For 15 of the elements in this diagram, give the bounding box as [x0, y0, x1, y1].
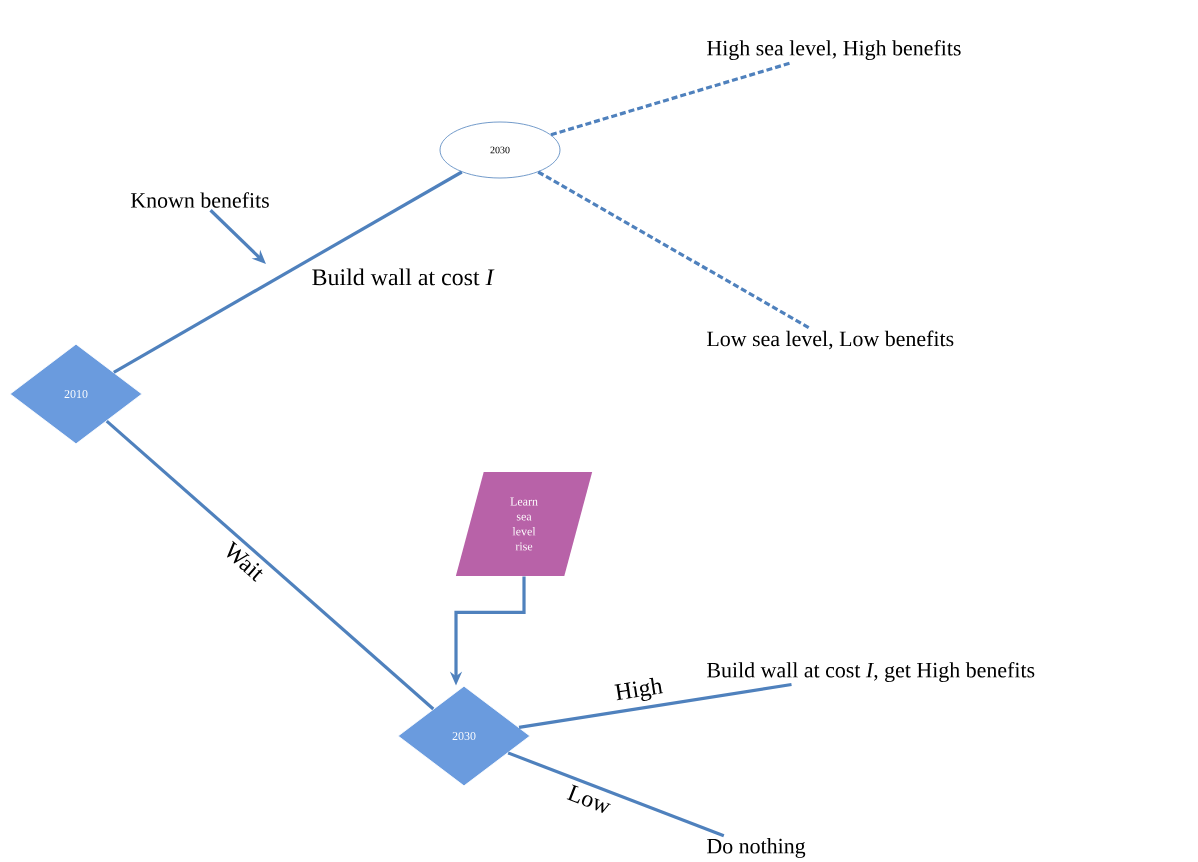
- arrow: [209, 209, 266, 264]
- branch-line: [507, 751, 725, 838]
- outcome-text: Build wall at cost I, get High benefits: [707, 661, 1035, 683]
- edge-label: High: [611, 674, 667, 708]
- branch-line: [518, 682, 792, 729]
- dashed-branch-line: [550, 60, 793, 137]
- edge-label: Low: [563, 781, 616, 818]
- annotation-text: Known benefits: [130, 192, 269, 208]
- edge-label: Build wall at cost I: [309, 266, 497, 288]
- branch-line: [113, 170, 463, 374]
- outcome-text: Low sea level, Low benefits: [707, 330, 954, 350]
- dashed-branch-line: [537, 170, 811, 330]
- branch-line: [105, 419, 435, 711]
- outcome-text: High sea level, High benefits: [707, 39, 961, 61]
- outcome-text: Do nothing: [707, 838, 806, 858]
